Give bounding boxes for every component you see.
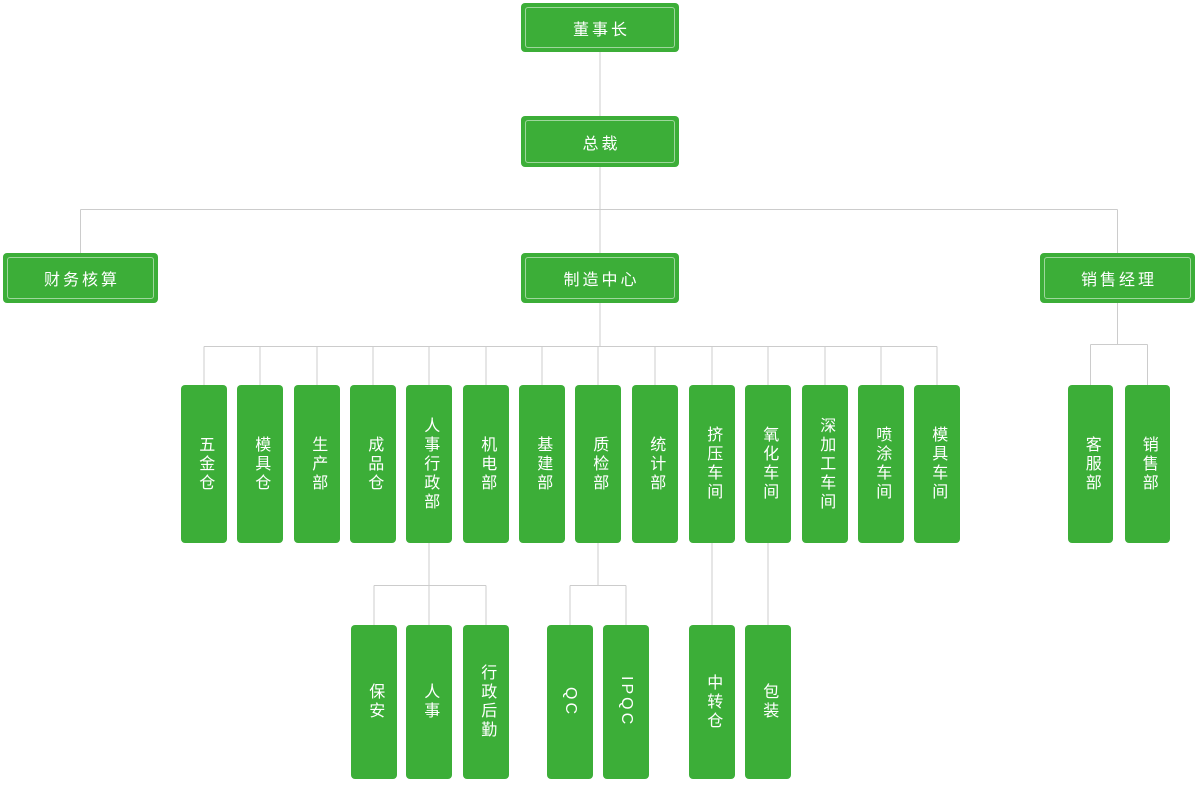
- org-node-label: 客服部: [1082, 435, 1100, 493]
- org-node-transfer-warehouse: 中转仓: [689, 625, 735, 779]
- org-node-label: 人事行政部: [421, 416, 439, 512]
- org-node-sales-manager: 销售经理: [1040, 253, 1195, 303]
- org-node-electromechanical-dept: 机电部: [463, 385, 509, 543]
- org-node-statistics-dept: 统计部: [632, 385, 678, 543]
- org-node-security: 保安: [351, 625, 397, 779]
- org-node-ipqc: IPQC: [603, 625, 649, 779]
- org-node-president: 总裁: [521, 116, 679, 167]
- org-node-label: 质检部: [590, 435, 608, 493]
- org-node-production-dept: 生产部: [294, 385, 340, 543]
- org-node-label: 销售部: [1139, 435, 1157, 493]
- org-node-label: 总裁: [582, 135, 621, 153]
- org-node-qc: QC: [547, 625, 593, 779]
- org-node-infrastructure-dept: 基建部: [519, 385, 565, 543]
- org-node-packaging: 包装: [745, 625, 791, 779]
- org-node-label: 模具仓: [252, 435, 270, 493]
- org-node-extrusion-workshop: 挤压车间: [689, 385, 735, 543]
- org-node-label: 制造中心: [563, 272, 640, 289]
- org-node-hr-admin-dept: 人事行政部: [406, 385, 452, 543]
- org-node-deep-processing-workshop: 深加工车间: [802, 385, 848, 543]
- org-node-manufacturing-center: 制造中心: [521, 253, 679, 303]
- org-node-label: 挤压车间: [704, 426, 722, 502]
- org-node-label: 销售经理: [1080, 272, 1157, 289]
- org-node-admin-logistics: 行政后勤: [463, 625, 509, 779]
- org-node-label: 统计部: [647, 435, 665, 493]
- org-node-label: 喷涂车间: [873, 426, 891, 502]
- org-node-oxidation-workshop: 氧化车间: [745, 385, 791, 543]
- org-node-spraying-workshop: 喷涂车间: [858, 385, 904, 543]
- org-node-label: 行政后勤: [478, 664, 496, 740]
- org-node-label: 模具车间: [929, 426, 947, 502]
- org-node-label: 中转仓: [704, 673, 722, 731]
- org-node-label: 成品仓: [365, 435, 383, 493]
- org-node-label: 董事长: [572, 21, 630, 39]
- org-node-hardware-warehouse: 五金仓: [181, 385, 227, 543]
- org-node-mold-warehouse: 模具仓: [237, 385, 283, 543]
- org-node-label: IPQC: [618, 676, 636, 728]
- org-node-label: 包装: [760, 683, 778, 721]
- org-node-chairman: 董事长: [521, 3, 679, 52]
- org-node-label: 生产部: [309, 435, 327, 493]
- org-node-label: 基建部: [534, 435, 552, 493]
- org-node-label: 五金仓: [196, 435, 214, 493]
- org-node-label: 保安: [366, 683, 384, 721]
- org-node-finance-accounting: 财务核算: [3, 253, 158, 303]
- org-node-hr: 人事: [406, 625, 452, 779]
- org-node-quality-dept: 质检部: [575, 385, 621, 543]
- org-node-customer-service-dept: 客服部: [1068, 385, 1113, 543]
- org-node-label: QC: [562, 687, 580, 717]
- org-node-mold-workshop: 模具车间: [914, 385, 960, 543]
- org-node-sales-dept: 销售部: [1125, 385, 1170, 543]
- org-node-label: 深加工车间: [817, 416, 835, 512]
- org-node-label: 人事: [421, 683, 439, 721]
- org-node-label: 财务核算: [43, 272, 120, 289]
- org-node-finished-goods-warehouse: 成品仓: [350, 385, 396, 543]
- org-node-label: 氧化车间: [760, 426, 778, 502]
- org-node-label: 机电部: [478, 435, 496, 493]
